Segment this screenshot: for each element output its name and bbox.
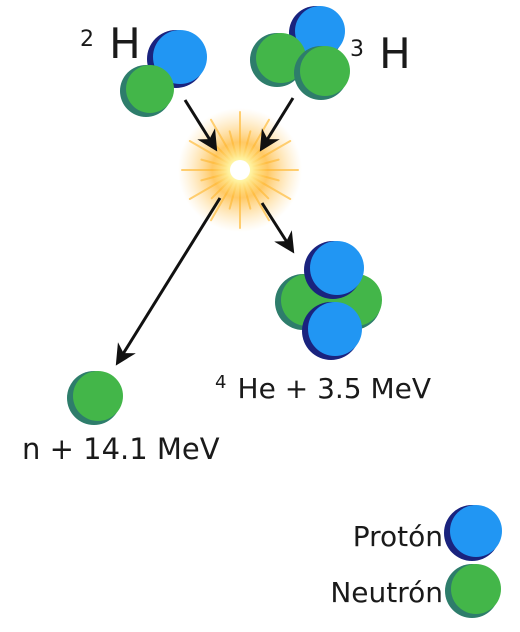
legend-proton-swatch xyxy=(444,505,502,561)
helium-mass-number: 4 xyxy=(215,372,226,393)
neutron-output-label: n + 14.1 MeV xyxy=(22,432,220,466)
proton-particle xyxy=(304,241,364,299)
deuterium-mass-number: 2 xyxy=(80,27,94,52)
tritium-arrow xyxy=(259,97,295,152)
helium-arrow xyxy=(260,202,295,254)
helium-label: 4 He + 3.5 MeV xyxy=(215,372,431,405)
free-neutron xyxy=(67,371,123,425)
helium-nucleus xyxy=(275,241,382,360)
neutron-arrow xyxy=(115,197,222,366)
legend: Protón Neutrón xyxy=(330,505,502,618)
deuterium-symbol: H xyxy=(109,19,141,68)
tritium-mass-number: 3 xyxy=(350,37,364,62)
fusion-flash xyxy=(178,108,302,232)
neutron-particle xyxy=(120,65,174,117)
tritium-nucleus xyxy=(250,6,350,100)
legend-proton-label: Protón xyxy=(353,520,443,553)
proton-particle xyxy=(302,302,362,360)
tritium-symbol: H xyxy=(379,29,411,78)
neutron-particle xyxy=(250,33,306,87)
deuterium-label: 2 H xyxy=(80,19,141,68)
tritium-label: 3 H xyxy=(350,29,411,78)
neutron-particle xyxy=(294,46,350,100)
deuterium-arrow xyxy=(183,99,218,152)
legend-neutron-label: Neutrón xyxy=(330,576,443,609)
deuterium-nucleus xyxy=(120,30,207,117)
helium-text: He + 3.5 MeV xyxy=(238,372,432,405)
legend-neutron-swatch xyxy=(445,564,501,618)
